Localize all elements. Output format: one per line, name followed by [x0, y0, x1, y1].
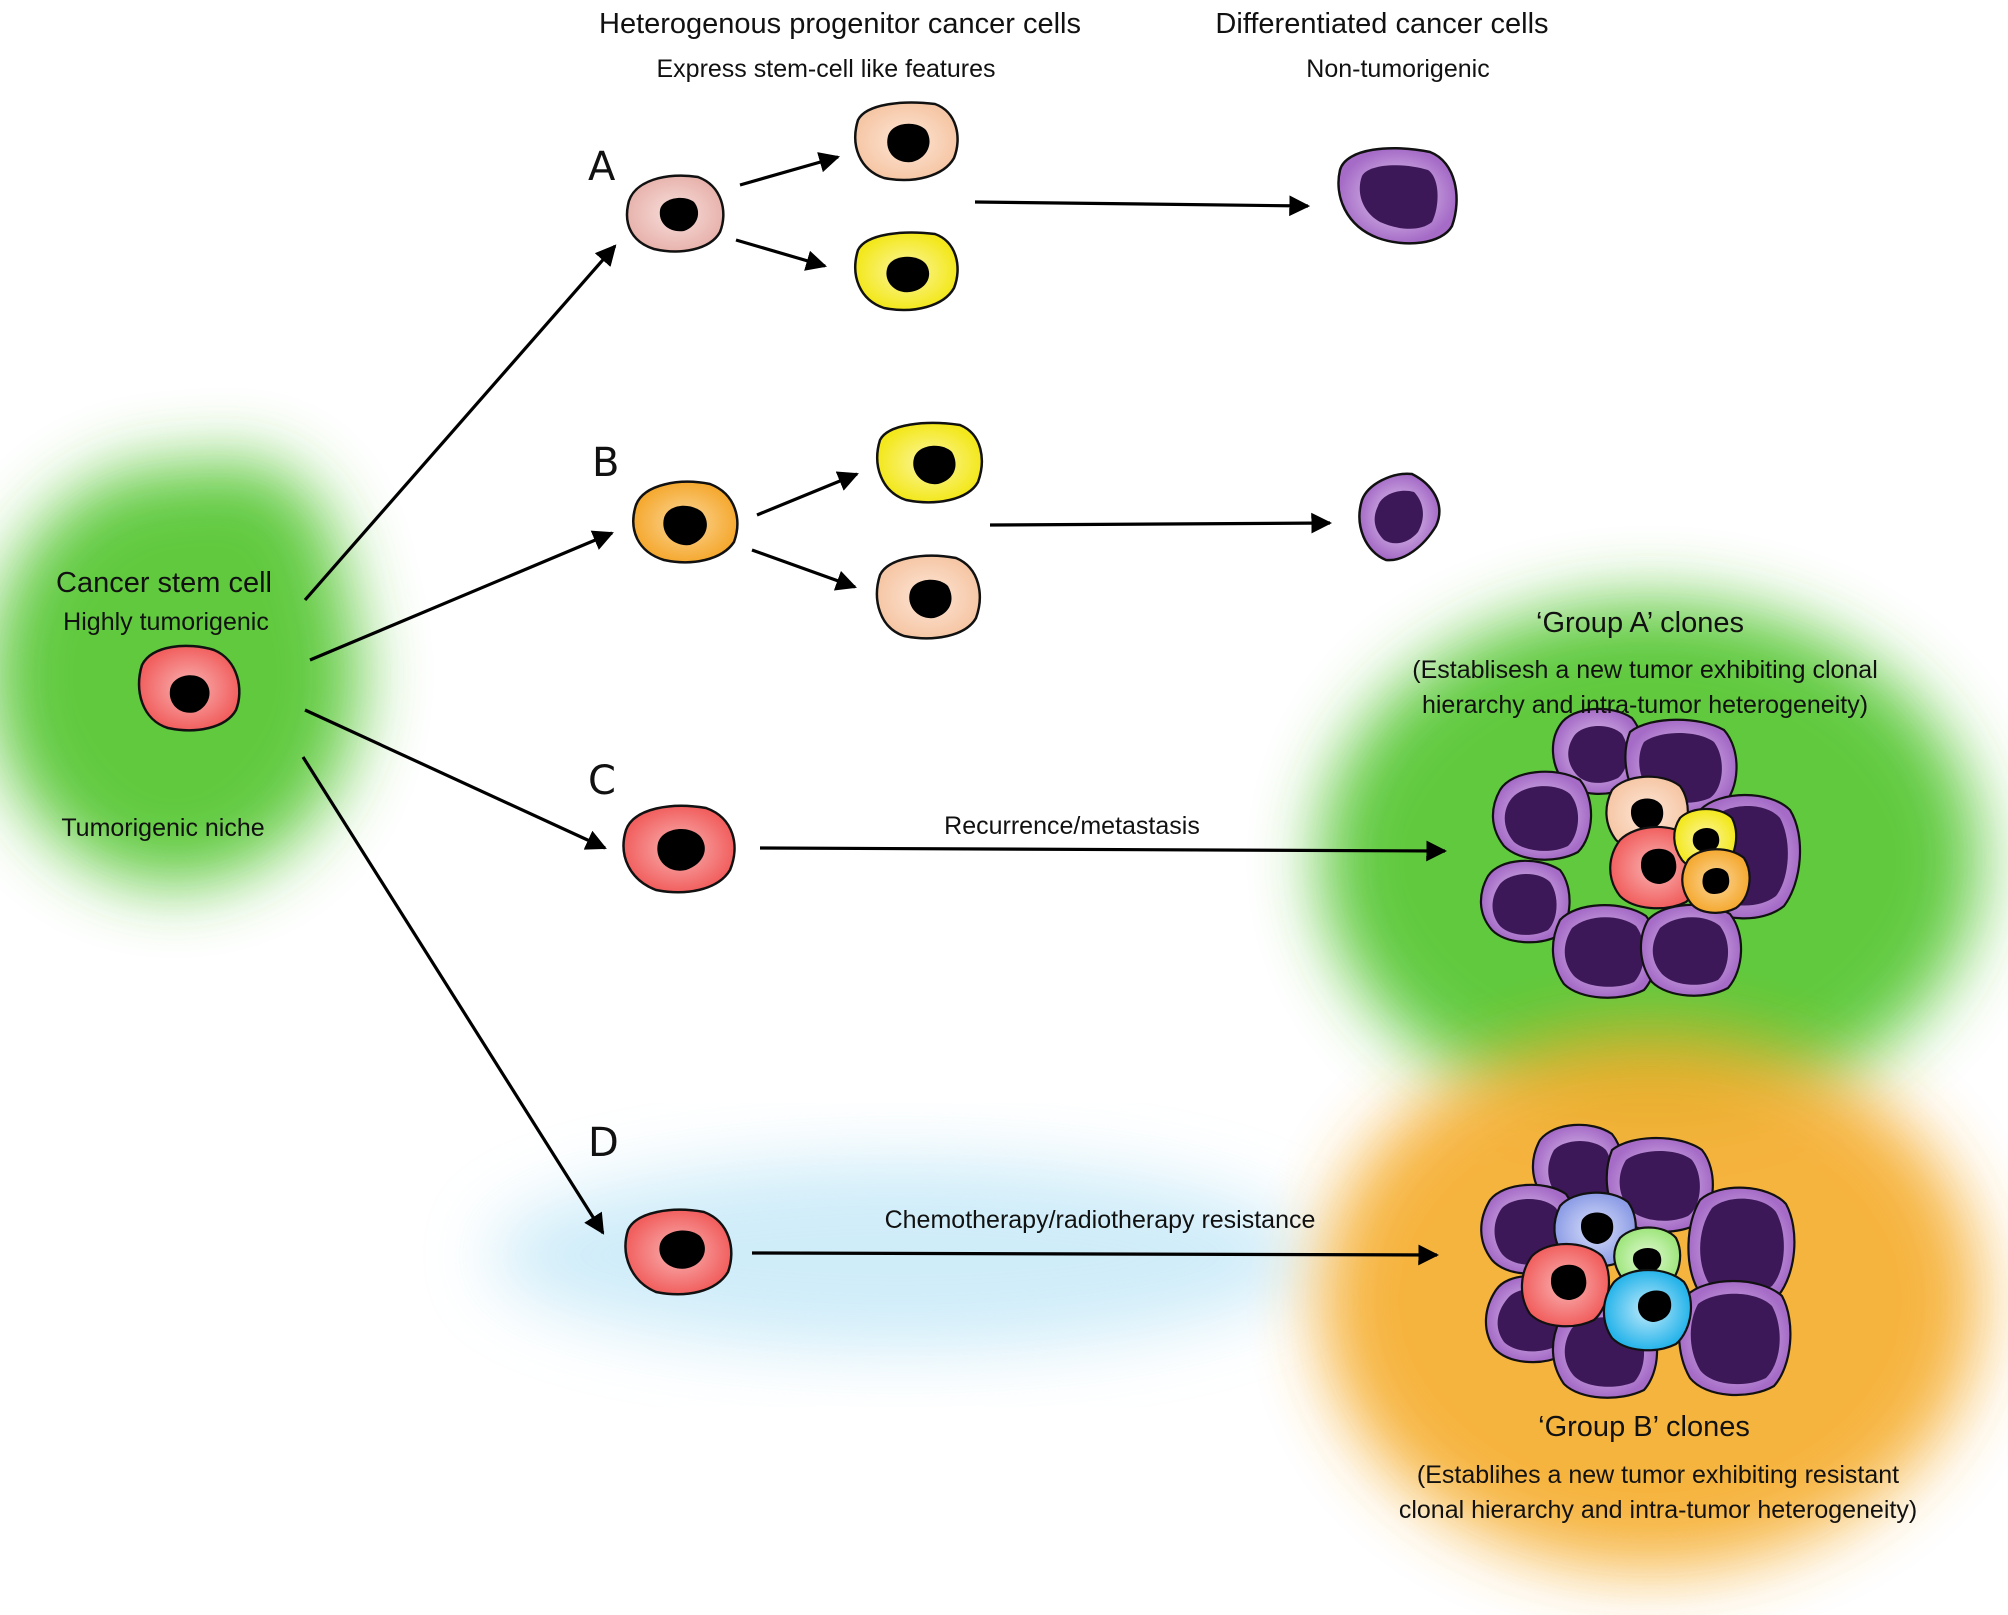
- differentiated-header-subtitle: Non-tumorigenic: [1306, 55, 1490, 83]
- group-b-description-line2: clonal hierarchy and intra-tumor heterog…: [1398, 1495, 1918, 1524]
- arrow-b-to-differentiated: [989, 512, 1333, 534]
- arrow-b-to-peach: [751, 548, 857, 591]
- arrow-stem-to-a: [303, 244, 617, 602]
- pathway-b-peach-cell: [875, 554, 981, 640]
- stem-cell-title: Cancer stem cell: [56, 567, 272, 599]
- pathway-c-stem-cell: [622, 804, 736, 894]
- progenitor-header-subtitle: Express stem-cell like features: [656, 55, 996, 83]
- pathway-b-differentiated-cell: [1358, 472, 1441, 562]
- group-a-description-line2: hierarchy and intra-tumor heterogeneity): [1421, 690, 1869, 719]
- arrow-stem-to-c: [304, 708, 607, 850]
- pathway-b-yellow-cell: [876, 421, 984, 504]
- pathway-a-progenitor-cell: [625, 174, 725, 253]
- pathway-label-a: A: [588, 144, 616, 190]
- pathway-label-b: B: [592, 440, 620, 486]
- pathway-a-peach-cell: [854, 101, 959, 182]
- arrow-b-to-yellow: [756, 471, 859, 517]
- pathway-label-c: C: [588, 758, 616, 804]
- group-b-title: ‘Group B’ clones: [1538, 1411, 1750, 1443]
- arrow-a-to-yellow: [735, 238, 827, 271]
- pathway-label-d: D: [588, 1120, 619, 1166]
- chemo-radio-resistance-label: Chemotherapy/radiotherapy resistance: [884, 1206, 1316, 1234]
- group-b-description-line1: (Establihes a new tumor exhibiting resis…: [1416, 1461, 1900, 1489]
- tumorigenic-niche-label: Tumorigenic niche: [61, 814, 265, 842]
- pathway-d-stem-cell: [624, 1208, 733, 1296]
- group-a-title: ‘Group A’ clones: [1536, 607, 1744, 639]
- arrows: [301, 152, 1448, 1266]
- arrow-c-to-group-a: [759, 840, 1448, 862]
- arrow-stem-to-b: [309, 530, 614, 662]
- stem-cell-subtitle: Highly tumorigenic: [63, 608, 269, 636]
- progenitor-header-title: Heterogenous progenitor cancer cells: [599, 8, 1081, 40]
- group-b-description: (Establihes a new tumor exhibiting resis…: [1399, 1458, 1917, 1527]
- pathway-a-differentiated-cell: [1337, 147, 1458, 245]
- pathway-b-progenitor-cell: [632, 480, 739, 564]
- group-b-tumor: [1480, 1123, 1796, 1399]
- arrow-a-to-peach: [739, 152, 840, 187]
- pathway-a-yellow-cell: [854, 231, 959, 312]
- arrow-d-to-group-b: [751, 1244, 1440, 1266]
- group-a-tumor: [1479, 707, 1802, 999]
- arrow-stem-to-d: [301, 756, 605, 1235]
- arrow-a-to-differentiated: [974, 195, 1311, 217]
- cancer-stem-cell: [137, 644, 241, 732]
- group-a-description-line1: (Establisesh a new tumor exhibiting clon…: [1412, 656, 1878, 684]
- group-a-description: (Establisesh a new tumor exhibiting clon…: [1412, 653, 1878, 722]
- recurrence-metastasis-label: Recurrence/metastasis: [944, 812, 1200, 840]
- differentiated-header-title: Differentiated cancer cells: [1215, 8, 1549, 40]
